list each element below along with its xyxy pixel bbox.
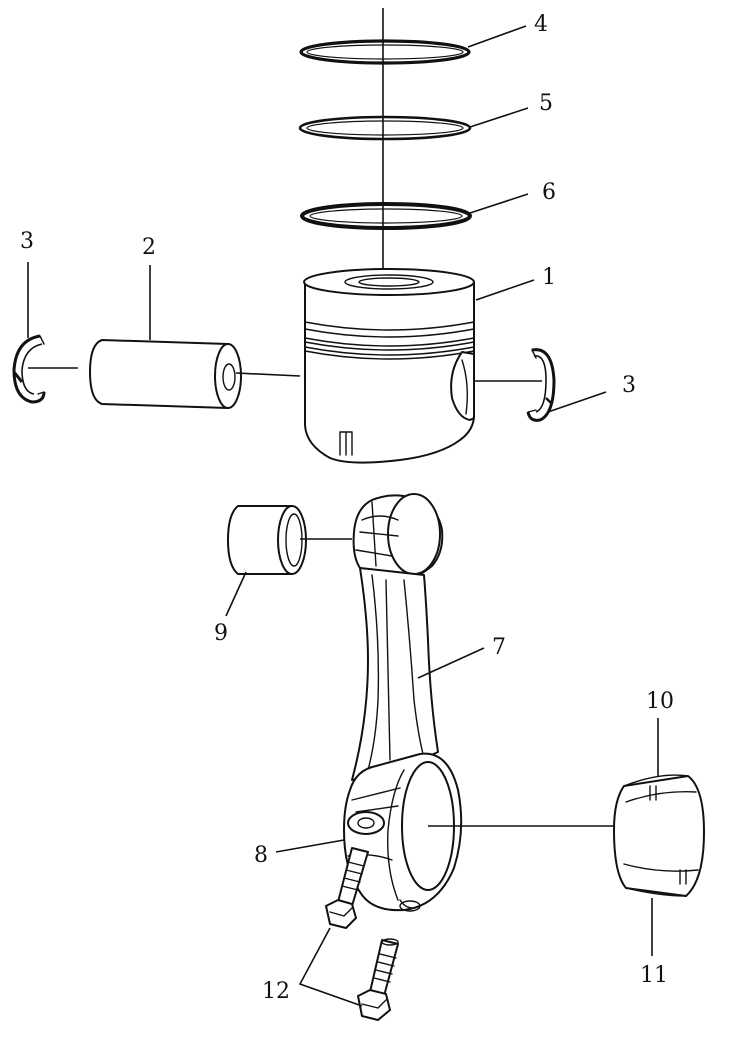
big-end-bearing-shells [613,774,705,897]
callout-8: 8 [254,843,268,868]
callout-3-right: 3 [622,373,636,398]
leader-lines [27,25,659,1007]
rod-bolt-lower [357,938,399,1021]
callout-9: 9 [214,621,228,646]
piston-pin [89,339,242,409]
callout-labels: 4 5 6 1 2 3 3 7 9 8 10 11 12 [20,12,674,1004]
callout-5: 5 [539,91,553,116]
snap-ring-right [526,348,556,422]
piston-ring-oil [300,202,472,230]
rod-bolt-upper [325,847,369,929]
callout-4: 4 [534,12,548,37]
snap-ring-left [12,334,46,404]
callout-11: 11 [640,963,668,988]
piston-ring-top [299,39,471,65]
piston [303,268,475,464]
callout-10: 10 [646,689,674,714]
pin-axis-line [235,372,301,377]
callout-6: 6 [542,180,556,205]
callout-7: 7 [492,635,506,660]
callout-3-left: 3 [20,229,34,254]
piston-ring-second [298,115,472,141]
small-end-bushing [227,505,307,575]
callout-12: 12 [262,979,290,1004]
callout-2: 2 [142,235,156,260]
connecting-rod [343,493,463,912]
callout-1: 1 [542,265,556,290]
